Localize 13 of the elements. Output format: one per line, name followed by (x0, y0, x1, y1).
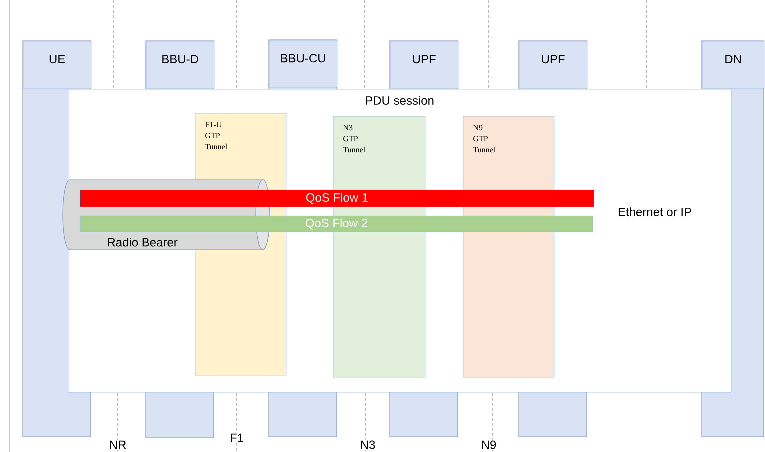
network-box: BBU-CU (269, 40, 338, 88)
network-box: UPF (519, 41, 588, 89)
network-box: UE (23, 41, 92, 89)
interface-label: NR (108, 440, 128, 450)
qos-flow-bar: QoS Flow 2 (80, 216, 594, 232)
network-box: DN (702, 41, 765, 89)
qos-flow-bar: QoS Flow 1 (80, 190, 594, 208)
network-box: UPF (390, 41, 459, 89)
network-box: BBU-D (146, 41, 215, 89)
interface-label: F1 (229, 432, 245, 444)
interface-label: N3 (359, 440, 377, 450)
interface-label: N9 (480, 440, 498, 450)
protocol-label: Ethernet or IP (616, 206, 694, 218)
